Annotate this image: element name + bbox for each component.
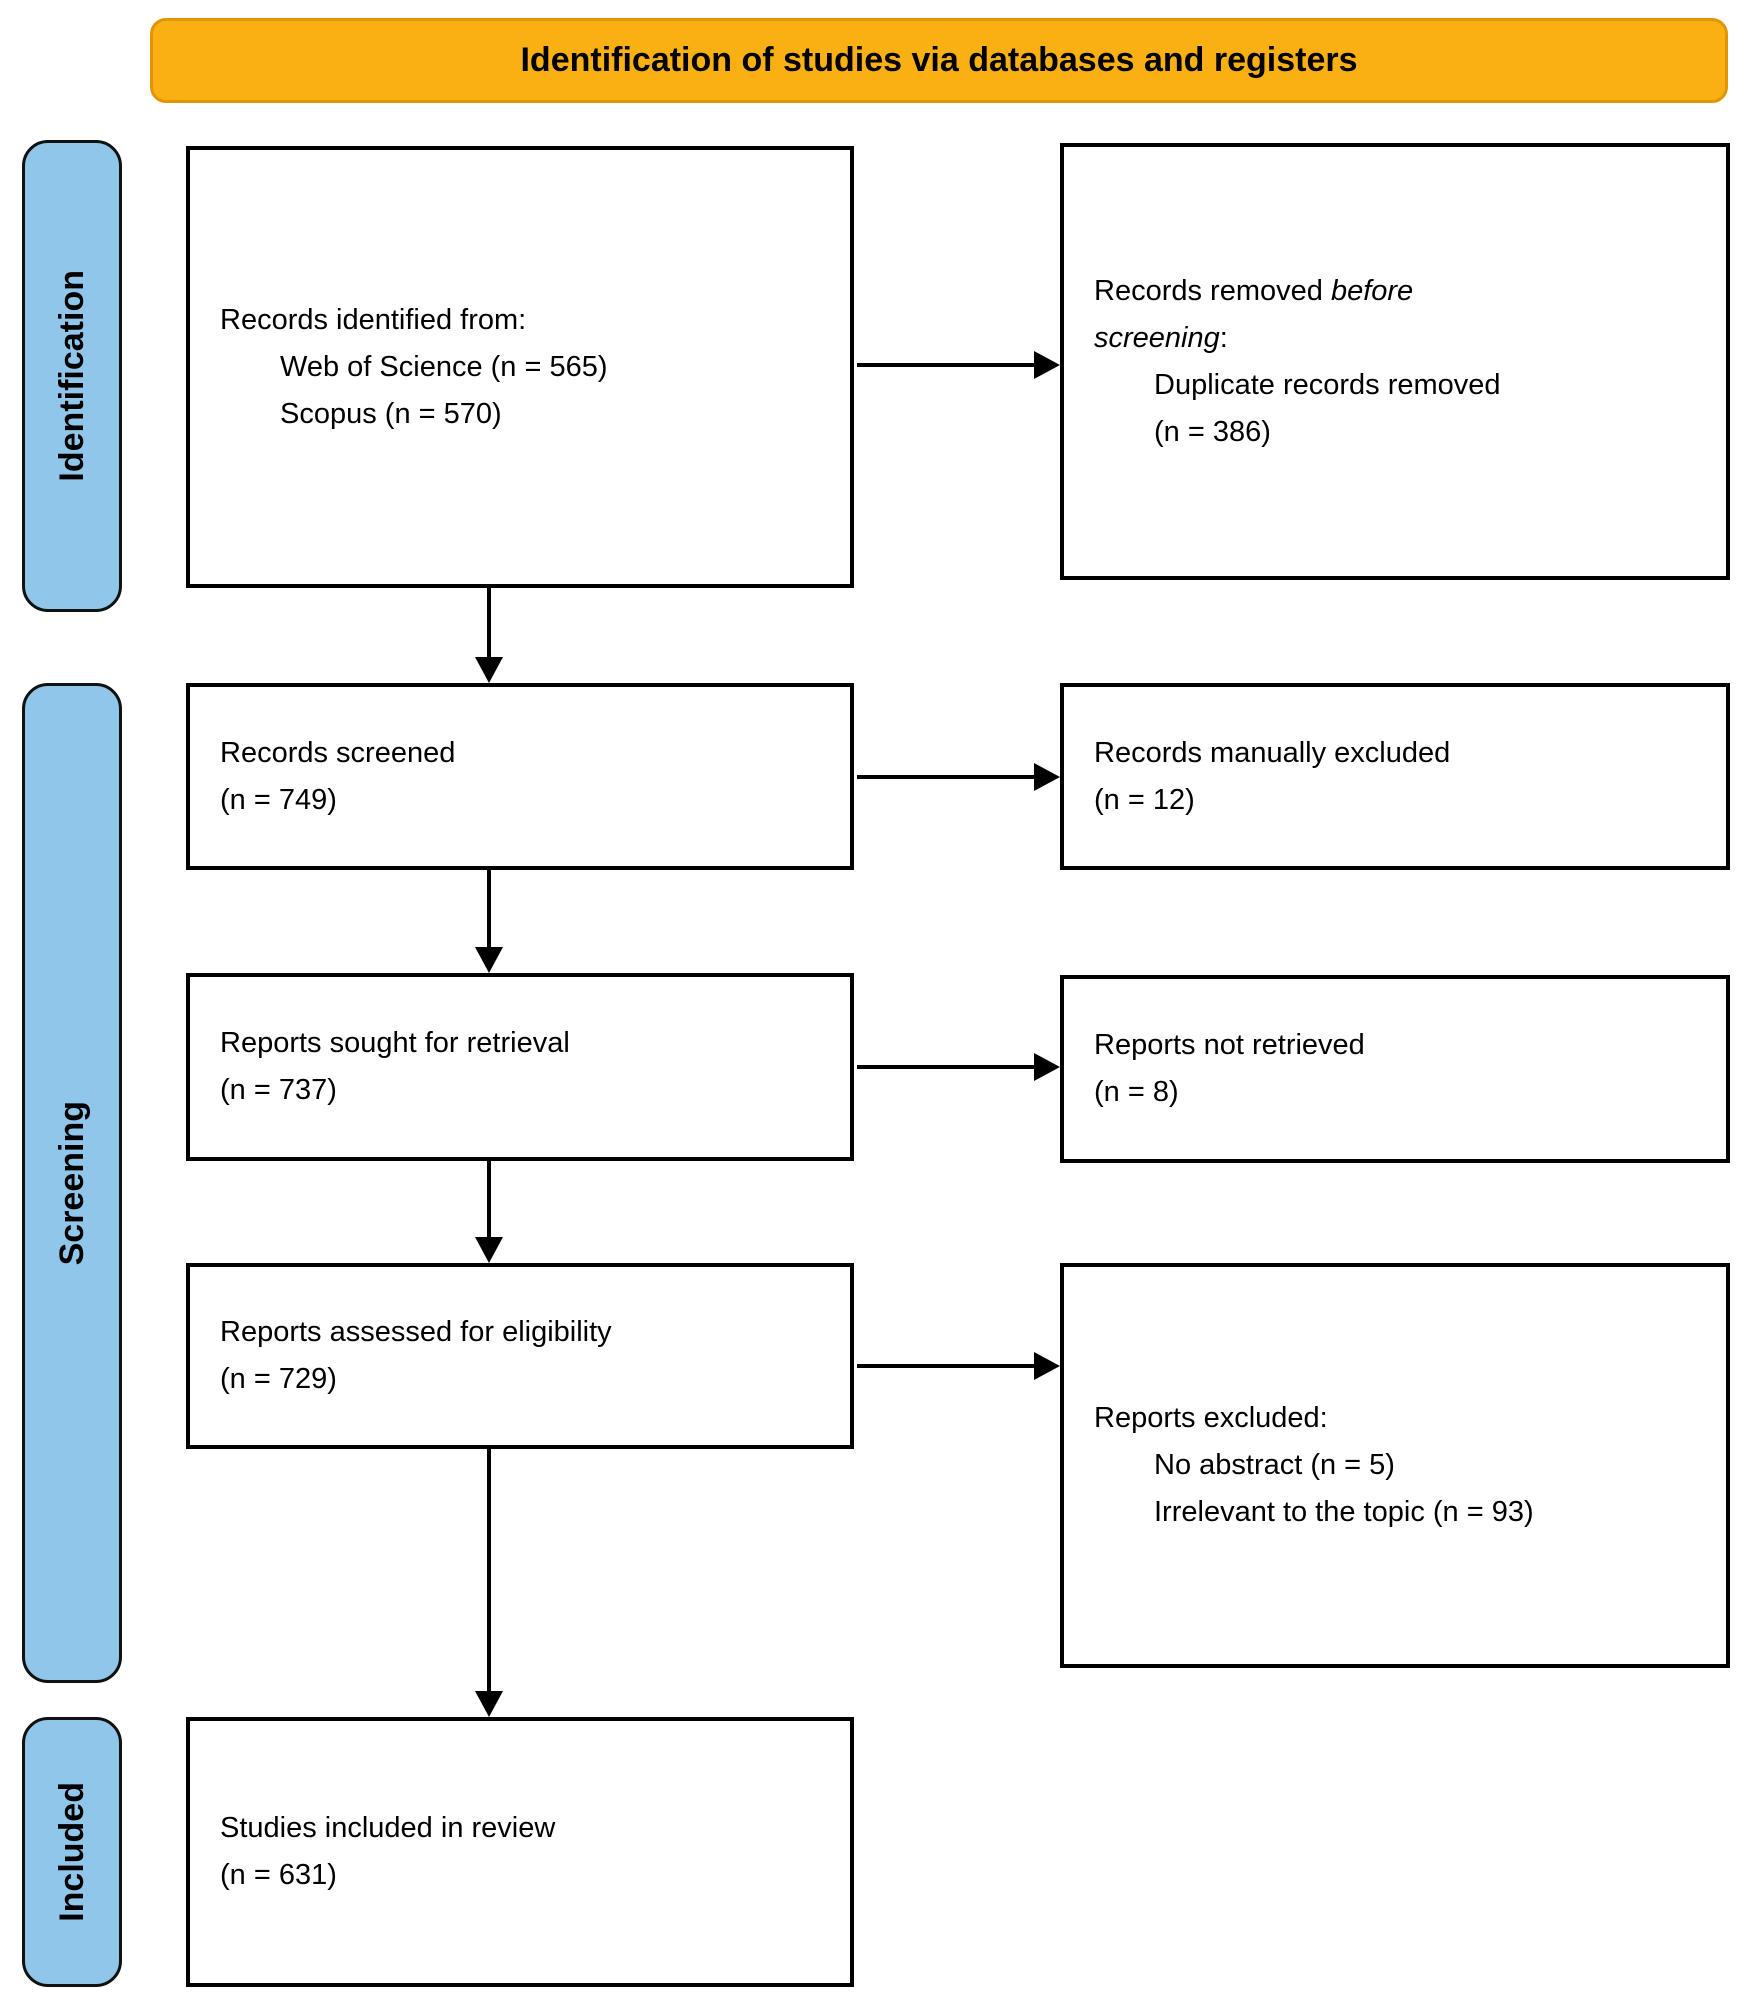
box-line: (n = 8)	[1094, 1076, 1179, 1108]
banner-title: Identification of studies via databases …	[150, 18, 1728, 103]
box-line: (n = 386)	[1154, 415, 1271, 448]
box-records-identified: Records identified from: Web of Science …	[186, 146, 854, 588]
stage-screening-label: Screening	[52, 1100, 91, 1266]
arrowhead-down-icon	[475, 947, 503, 973]
box-records-manually-excluded: Records manually excluded (n = 12)	[1060, 683, 1730, 870]
box-line: Reports assessed for eligibility	[220, 1316, 612, 1348]
box-line: Irrelevant to the topic (n = 93)	[1154, 1496, 1534, 1528]
stage-included-label: Included	[52, 1782, 91, 1922]
arrow-line	[487, 1161, 491, 1241]
box-line: (n = 749)	[220, 783, 337, 816]
box-line: (n = 12)	[1094, 783, 1195, 816]
arrow-identified-to-removed	[857, 351, 1060, 379]
box-records-screened: Records screened (n = 749)	[186, 683, 854, 870]
box-line: No abstract (n = 5)	[1154, 1449, 1395, 1481]
box-line: Reports sought for retrieval	[220, 1027, 570, 1059]
box-records-removed: Records removed before screening: Duplic…	[1060, 143, 1730, 580]
arrow-assessed-to-reports-excluded	[857, 1352, 1060, 1380]
arrowhead-right-icon	[1034, 1053, 1060, 1081]
arrow-screened-to-sought	[475, 870, 503, 973]
banner-title-text: Identification of studies via databases …	[520, 41, 1358, 79]
arrow-line	[857, 1364, 1038, 1368]
box-line: Studies included in review	[220, 1812, 556, 1844]
stage-screening: Screening	[22, 683, 122, 1683]
box-line: Records manually excluded	[1094, 736, 1451, 769]
arrow-screened-to-excluded	[857, 763, 1060, 791]
box-reports-not-retrieved: Reports not retrieved (n = 8)	[1060, 975, 1730, 1163]
box-line: Records identified from:	[220, 303, 527, 336]
box-line: Reports not retrieved	[1094, 1029, 1365, 1061]
arrowhead-down-icon	[475, 657, 503, 683]
arrow-identified-to-screened	[475, 588, 503, 683]
arrow-assessed-to-included	[475, 1449, 503, 1717]
box-line: (n = 737)	[220, 1074, 337, 1106]
box-studies-included: Studies included in review (n = 631)	[186, 1717, 854, 1987]
box-line: Records removed before	[1094, 274, 1414, 307]
box-line: (n = 631)	[220, 1859, 337, 1891]
arrow-line	[857, 775, 1038, 779]
box-reports-assessed: Reports assessed for eligibility (n = 72…	[186, 1263, 854, 1449]
box-line: Duplicate records removed	[1154, 368, 1501, 401]
box-line: Reports excluded:	[1094, 1402, 1328, 1434]
arrowhead-right-icon	[1034, 763, 1060, 791]
arrow-line	[487, 870, 491, 951]
box-reports-sought: Reports sought for retrieval (n = 737)	[186, 973, 854, 1161]
arrow-line	[487, 1449, 491, 1695]
arrowhead-down-icon	[475, 1237, 503, 1263]
stage-included: Included	[22, 1717, 122, 1987]
box-line: (n = 729)	[220, 1363, 337, 1395]
arrow-sought-to-assessed	[475, 1161, 503, 1263]
arrow-sought-to-not-retrieved	[857, 1053, 1060, 1081]
stage-identification: Identification	[22, 140, 122, 612]
box-line: Scopus (n = 570)	[280, 397, 502, 430]
box-reports-excluded: Reports excluded: No abstract (n = 5) Ir…	[1060, 1263, 1730, 1668]
stage-identification-label: Identification	[52, 270, 91, 482]
arrow-line	[857, 1065, 1038, 1069]
arrow-line	[487, 588, 491, 661]
arrowhead-right-icon	[1034, 1352, 1060, 1380]
arrowhead-down-icon	[475, 1691, 503, 1717]
box-line: Records screened	[220, 736, 456, 769]
arrowhead-right-icon	[1034, 351, 1060, 379]
box-line: Web of Science (n = 565)	[280, 350, 608, 383]
box-line: screening:	[1094, 321, 1228, 354]
arrow-line	[857, 363, 1038, 367]
